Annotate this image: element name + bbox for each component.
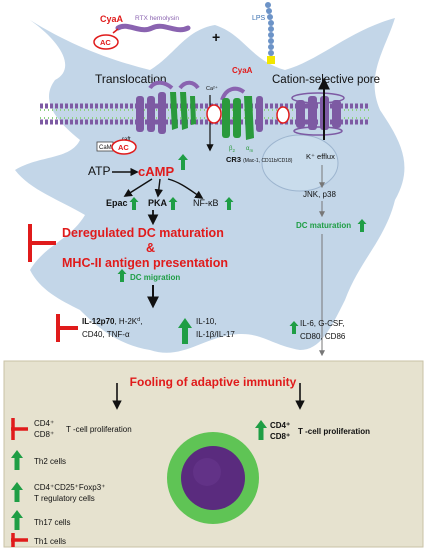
right-cytokines-line1: IL-6, G-CSF, [300,319,344,328]
ac-domain-top [93,34,119,50]
nfkb-label: NF-κB [193,198,219,208]
epac-label: Epac [106,198,128,208]
up-arrow-icon [178,154,188,170]
up-arrow-icon [289,321,299,334]
t-lymphocyte [167,432,259,524]
rtx-hemolysin-chain [115,23,191,33]
dc-maturation-right: DC maturation [296,221,351,230]
translocation-label: Translocation [95,72,167,86]
pka-label: PKA [148,198,168,208]
down-inhibit-icon [11,418,28,440]
beta2-label: β2 [229,146,235,153]
up-arrow-icon [11,450,23,470]
lps-label: LPS [252,15,266,22]
cam-label: CaM [99,145,112,151]
cyaa-label-top: CyaA [100,14,124,24]
up-arrow-icon [357,219,367,232]
nucleus [261,134,339,192]
pore-label: Cation-selective pore [272,74,380,86]
alpham-label: αm [246,146,253,153]
down-inhibit-icon [28,224,56,262]
up-arrow-icon [11,510,23,530]
right-tprolif: T -cell proliferation [298,427,370,436]
ac-label-top: AC [100,38,111,47]
right-cd8: CD8⁺ [270,432,290,441]
dereg-line1: Deregulated DC maturation [62,226,224,240]
left-cd4: CD4⁺ [34,419,54,428]
up-arrow-icon [224,197,234,210]
ac-domain-cr3 [206,104,222,124]
th1-cells: Th1 cells [34,537,66,546]
down-cytokines-line2: CD40, TNF-α [82,330,130,339]
cyaa-translocating [136,80,200,134]
up-arrow-icon [117,269,127,282]
left-cd8: CD8⁺ [34,430,54,439]
dereg-line2: & [146,241,155,255]
lps-chain-icon [265,2,275,64]
rtx-label: RTX hemolysin [135,15,179,22]
up-arrow-icon [11,482,23,502]
ac-domain-pore [276,106,290,124]
up-cytokines-line2: IL-1β/IL-17 [196,330,235,339]
th2-cells: Th2 cells [34,457,66,466]
left-tprolif: T -cell proliferation [66,425,132,434]
up-arrow-icon [129,197,139,210]
th17-cells: Th17 cells [34,518,70,527]
dendritic-cell-shape [15,18,405,353]
cyaa-label-cr3: CyaA [232,66,253,75]
ac-label-inside: AC [118,143,129,152]
down-inhibit-icon [56,314,78,342]
treg-line2: T regulatory cells [34,494,95,503]
dc-migration: DC migration [130,273,180,282]
up-cytokines-line1: IL-10, [196,317,216,326]
right-cd4: CD4⁺ [270,421,290,430]
down-cytokines-line1: IL-12p70, H-2Kd, [82,317,142,326]
up-arrow-icon [255,420,267,440]
cr3-receptor [220,86,263,140]
jnk-label: JNK, p38 [303,190,336,199]
k-efflux-label: K⁺ efflux [306,152,335,161]
treg-line1: CD4⁺CD25⁺Foxp3⁺ [34,483,105,492]
plus-sign: + [212,29,220,45]
ac-domain-inside [111,139,137,155]
atp-label: ATP [88,164,110,178]
down-inhibit-icon [11,533,28,547]
ca-label: Ca²⁺ [206,85,218,92]
camp-label: cAMP [138,164,174,179]
up-arrow-icon [168,197,178,210]
cr3-label: CR3 (Mac-1, CD11b/CD18) [226,155,293,164]
right-cytokines-line2: CD80, CD86 [300,332,346,341]
dereg-line3: MHC-II antigen presentation [62,256,228,270]
fooling-title: Fooling of adaptive immunity [130,375,297,389]
up-arrow-icon [178,318,192,344]
